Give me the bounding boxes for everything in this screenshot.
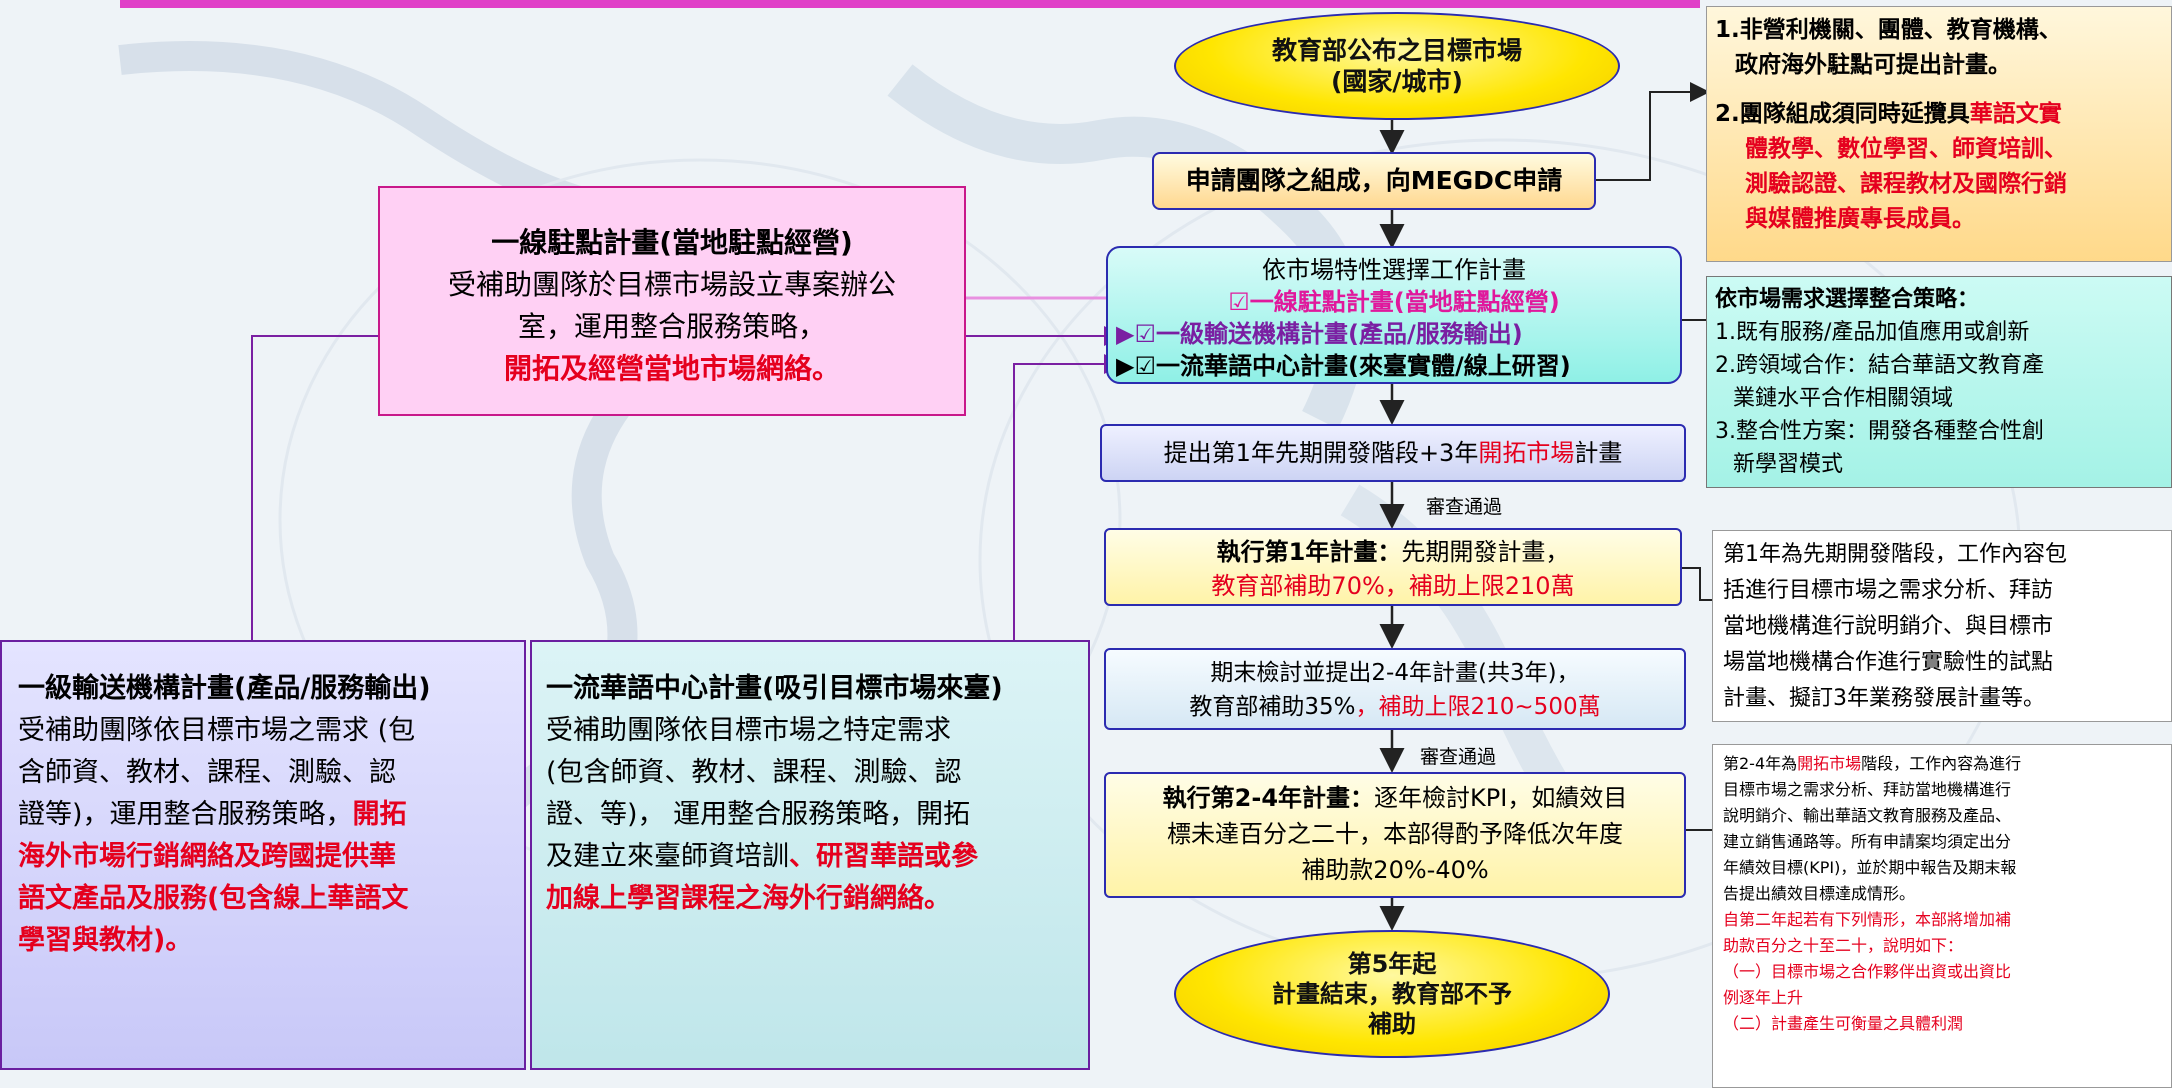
- y24note-r1: 自第二年起若有下列情形，本部將增加補: [1723, 910, 2012, 929]
- propose-pre: 提出第1年先期開發階段+3年: [1163, 439, 1479, 467]
- endreview-line2a: 教育部補助35%: [1189, 694, 1356, 720]
- choose-title: 依市場特性選擇工作計畫: [1262, 256, 1526, 284]
- elig-p1b: 政府海外駐點可提出計畫。: [1735, 52, 2011, 78]
- propose-post: 計畫: [1574, 439, 1623, 467]
- y1note-l4: 場當地機構合作進行實驗性的試點: [1723, 650, 2054, 675]
- y1note-l5: 計畫、擬訂3年業務發展計畫等。: [1723, 686, 2045, 711]
- export-l3: 證等)，運用整合服務策略，: [18, 799, 353, 830]
- year1-rest: 先期開發計畫，: [1401, 538, 1570, 566]
- choose-option-station: ☑一線駐點計畫(當地駐點經營): [1228, 288, 1560, 316]
- year1-line2: 教育部補助70%，補助上限210萬: [1211, 572, 1575, 600]
- strategy-box: 依市場需求選擇整合策略： 1.既有服務/產品加值應用或創新 2.跨領域合作：結合…: [1706, 276, 2172, 488]
- y24note-l4: 建立銷售通路等。所有申請案均須定出分: [1723, 832, 2012, 851]
- review2-text: 審查通過: [1420, 746, 1497, 768]
- year24-l3: 補助款20%-40%: [1301, 856, 1489, 884]
- y1note-l2: 括進行目標市場之需求分析、拜訪: [1723, 578, 2054, 603]
- export-title: 一級輸送機構計畫(產品/服務輸出): [18, 673, 431, 704]
- center-red2: 加線上學習課程之海外行銷網絡。: [546, 883, 951, 914]
- center-l1: 受補助團隊依目標市場之特定需求: [546, 715, 951, 746]
- start-line1: 教育部公布之目標市場: [1271, 35, 1522, 65]
- elig-p2a: 2.團隊組成須同時延攬具: [1715, 101, 1970, 127]
- export-plan-box: 一級輸送機構計畫(產品/服務輸出) 受補助團隊依目標市場之需求 (包 含師資、教…: [0, 640, 526, 1070]
- export-l2: 含師資、教材、課程、測驗、認: [18, 757, 396, 788]
- propose-plan-box: 提出第1年先期開發階段+3年開拓市場計畫: [1100, 424, 1686, 482]
- year24-bold: 執行第2-4年計畫：: [1162, 784, 1375, 812]
- propose-red: 開拓市場: [1478, 439, 1575, 467]
- export-red3: 語文產品及服務(包含線上華語文: [18, 883, 409, 914]
- strategy-s2a: 2.跨領域合作：結合華語文教育產: [1715, 353, 2044, 378]
- export-l1: 受補助團隊依目標市場之需求 (包: [18, 715, 416, 746]
- y1note-l3: 當地機構進行說明銷介、與目標市: [1723, 614, 2054, 639]
- year24-box: 執行第2-4年計畫：逐年檢討KPI，如績效目 標未達百分之二十，本部得酌予降低次…: [1104, 772, 1686, 898]
- review1-text: 審查通過: [1426, 496, 1503, 518]
- elig-p2red3: 測驗認證、課程教材及國際行銷: [1745, 171, 2067, 197]
- export-red1: 開拓: [352, 799, 407, 830]
- apply-team-box: 申請團隊之組成，向MEGDC申請: [1152, 152, 1596, 210]
- elig-p2red2: 體教學、數位學習、師資培訓、: [1745, 136, 2067, 162]
- strategy-s2b: 業鏈水平合作相關領域: [1733, 386, 1954, 411]
- review-label-1: 審查通過: [1426, 492, 1502, 519]
- strategy-s3a: 3.整合性方案：開發各種整合性創: [1715, 419, 2044, 444]
- center-l2: (包含師資、教材、課程、測驗、認: [546, 757, 962, 788]
- y24note-l3: 說明銷介、輸出華語文教育服務及產品、: [1723, 806, 2012, 825]
- year24-l1: 逐年檢討KPI，如績效目: [1374, 784, 1628, 812]
- elig-p1a: 1.非營利機關、團體、教育機構、: [1715, 17, 2062, 43]
- strategy-title: 依市場需求選擇整合策略：: [1715, 287, 1980, 312]
- start-line2: (國家/城市): [1331, 67, 1463, 96]
- choose-plan-box: 依市場特性選擇工作計畫 ☑一線駐點計畫(當地駐點經營) ▶☑一級輸送機構計畫(產…: [1106, 246, 1682, 384]
- station-plan-box: 一線駐點計畫(當地駐點經營) 受補助團隊於目標市場設立專案辦公 室，運用整合服務…: [378, 186, 966, 416]
- y24note-l1a: 第2-4年為: [1723, 754, 1798, 773]
- y24note-l6: 告提出績效目標達成情形。: [1723, 884, 1916, 903]
- endreview-line1: 期末檢討並提出2-4年計畫(共3年)，: [1210, 660, 1580, 686]
- end-line3: 補助: [1368, 1010, 1416, 1038]
- export-red2: 海外市場行銷網絡及跨國提供華: [18, 841, 396, 872]
- y24note-l1b: 階段，工作內容為進行: [1861, 754, 2022, 773]
- center-plan-box: 一流華語中心計畫(吸引目標市場來臺) 受補助團隊依目標市場之特定需求 (包含師資…: [530, 640, 1090, 1070]
- y24note-l1red: 開拓市場: [1797, 754, 1862, 773]
- station-red: 開拓及經營當地市場網絡。: [503, 352, 840, 385]
- center-title: 一流華語中心計畫(吸引目標市場來臺): [546, 673, 1003, 704]
- choose-option-center: ▶☑一流華語中心計畫(來臺實體/線上研習): [1116, 352, 1571, 380]
- year1-note-box: 第1年為先期開發階段，工作內容包 括進行目標市場之需求分析、拜訪 當地機構進行說…: [1712, 530, 2172, 722]
- year1-box: 執行第1年計畫：先期開發計畫， 教育部補助70%，補助上限210萬: [1104, 528, 1682, 606]
- y24note-r4: 例逐年上升: [1723, 988, 1804, 1007]
- y24note-r2: 助款百分之十至二十，說明如下：: [1723, 936, 1964, 955]
- start-target-market-ellipse: 教育部公布之目標市場 (國家/城市): [1174, 12, 1620, 120]
- center-l3: 證、等)， 運用整合服務策略，開拓: [546, 799, 971, 830]
- station-title: 一線駐點計畫(當地駐點經營): [491, 226, 853, 259]
- year24-l2: 標未達百分之二十，本部得酌予降低次年度: [1167, 820, 1623, 848]
- elig-p2red4: 與媒體推廣專長成員。: [1745, 206, 1975, 232]
- strategy-s1: 1.既有服務/產品加值應用或創新: [1715, 320, 2030, 345]
- eligibility-box: 1.非營利機關、團體、教育機構、 政府海外駐點可提出計畫。 2.團隊組成須同時延…: [1706, 6, 2172, 262]
- review-label-2: 審查通過: [1420, 742, 1496, 769]
- year1-bold: 執行第1年計畫：: [1216, 538, 1402, 566]
- endreview-line2b: ，補助上限210~500萬: [1355, 694, 1601, 720]
- y24note-r5: （二）計畫產生可衡量之具體利潤: [1723, 1014, 1964, 1033]
- center-red1: 、研習華語或參: [789, 841, 978, 872]
- station-l1: 受補助團隊於目標市場設立專案辦公: [447, 268, 896, 301]
- y24note-r3: （一）目標市場之合作夥伴出資或出資比: [1723, 962, 2012, 981]
- end-review-box: 期末檢討並提出2-4年計畫(共3年)， 教育部補助35%，補助上限210~500…: [1104, 648, 1686, 730]
- station-l2: 室，運用整合服務策略，: [517, 310, 826, 343]
- year24-note-box: 第2-4年為開拓市場階段，工作內容為進行 目標市場之需求分析、拜訪當地機構進行 …: [1712, 744, 2172, 1088]
- apply-text: 申請團隊之組成，向MEGDC申請: [1185, 166, 1563, 195]
- center-l4: 及建立來臺師資培訓: [546, 841, 789, 872]
- export-red4: 學習與教材)。: [18, 925, 193, 956]
- y24note-l2: 目標市場之需求分析、拜訪當地機構進行: [1723, 780, 2012, 799]
- end-line2: 計畫結束，教育部不予: [1272, 980, 1512, 1008]
- y24note-l5: 年績效目標(KPI)，並於期中報告及期末報: [1723, 858, 2017, 877]
- end-ellipse: 第5年起 計畫結束，教育部不予 補助: [1174, 930, 1610, 1058]
- y1note-l1: 第1年為先期開發階段，工作內容包: [1723, 542, 2067, 567]
- elig-p2red1: 華語文實: [1969, 101, 2062, 127]
- end-line1: 第5年起: [1347, 950, 1437, 978]
- strategy-s3b: 新學習模式: [1733, 452, 1844, 477]
- top-accent-bar: [120, 0, 1700, 8]
- choose-option-export: ▶☑一級輸送機構計畫(產品/服務輸出): [1116, 320, 1523, 348]
